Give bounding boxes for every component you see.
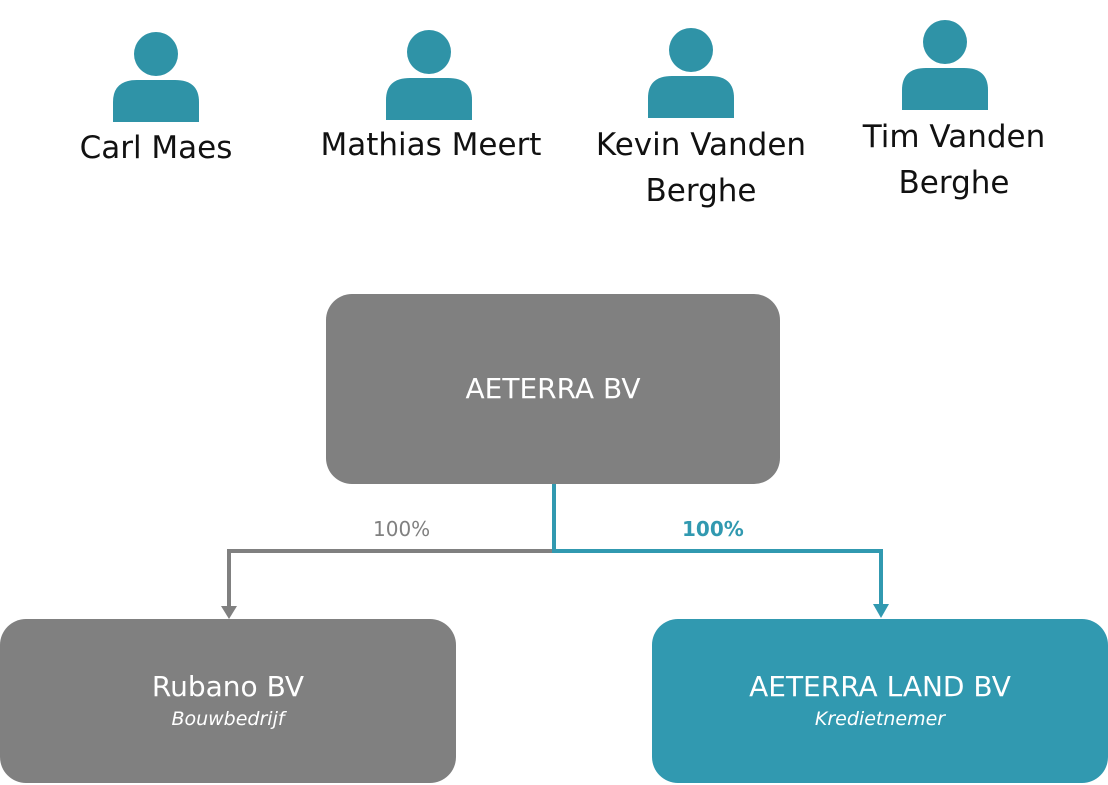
- shareholder-kevin-vanden-berghe: Kevin Vanden Berghe: [586, 26, 816, 216]
- entity-subtitle: Kredietnemer: [814, 708, 946, 730]
- entity-box-aeterra-land-bv[interactable]: AETERRA LAND BV Kredietnemer: [652, 619, 1108, 783]
- person-icon: [648, 28, 734, 118]
- entity-title: AETERRA LAND BV: [749, 670, 1011, 703]
- entity-box-aeterra-bv[interactable]: AETERRA BV: [326, 294, 780, 484]
- shareholder-name-line2: Berghe: [898, 165, 1010, 201]
- ownership-pct-rubano: 100%: [373, 517, 431, 541]
- person-icon: [902, 20, 988, 110]
- shareholder-mathias-meert: Mathias Meert: [306, 28, 556, 178]
- entity-title: AETERRA BV: [465, 372, 641, 405]
- shareholder-carl-maes: Carl Maes: [56, 30, 256, 180]
- arrowhead-rubano: [221, 606, 237, 619]
- shareholder-name-line1: Carl Maes: [79, 130, 233, 166]
- arrowhead-aeterra-land: [873, 604, 889, 618]
- entity-subtitle: Bouwbedrijf: [171, 708, 285, 730]
- shareholder-name-line1: Mathias Meert: [320, 127, 542, 163]
- shareholder-name-line2: Berghe: [645, 173, 757, 209]
- connector-rubano: [227, 549, 554, 608]
- shareholder-name-line1: Tim Vanden: [862, 119, 1046, 155]
- person-icon: [386, 30, 472, 120]
- ownership-pct-aeterra-land: 100%: [682, 517, 744, 541]
- connector-aeterra-land: [552, 484, 883, 606]
- shareholder-tim-vanden-berghe: Tim Vanden Berghe: [844, 18, 1064, 208]
- entity-title: Rubano BV: [151, 670, 305, 703]
- entity-box-rubano-bv[interactable]: Rubano BV Bouwbedrijf: [0, 619, 456, 783]
- person-icon: [113, 32, 199, 122]
- shareholder-name-line1: Kevin Vanden: [595, 127, 807, 163]
